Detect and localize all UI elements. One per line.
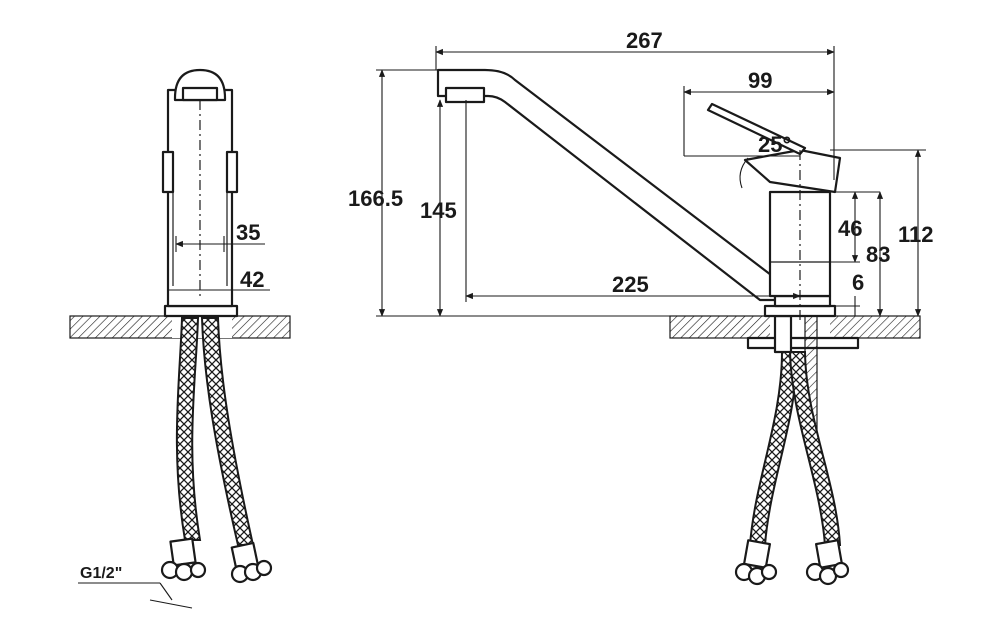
dim-handle-angle: 25° xyxy=(758,132,791,157)
dim-spout-reach: 225 xyxy=(612,272,649,297)
front-base xyxy=(163,304,239,318)
dim-total-height: 166.5 xyxy=(348,186,403,211)
side-handle xyxy=(743,148,842,194)
dim-handle-reach: 99 xyxy=(748,68,772,93)
dim-body-height: 83 xyxy=(866,242,890,267)
front-fitting-right xyxy=(230,541,273,584)
side-view: 267 99 25° 166.5 145 225 46 83 112 xyxy=(348,28,934,586)
side-hose-right xyxy=(788,351,842,546)
front-fitting-left xyxy=(160,537,207,582)
dim-body-height-upper: 46 xyxy=(838,216,862,241)
side-fitting-right xyxy=(805,539,850,586)
dim-body-diameter: 35 xyxy=(236,220,260,245)
dim-base-height: 6 xyxy=(852,270,864,295)
dim-base-diameter: 42 xyxy=(240,267,264,292)
front-hose-right xyxy=(200,317,255,546)
side-spout xyxy=(436,68,777,302)
front-view: 35 42 G1/2" xyxy=(69,68,291,609)
dim-handle-height: 112 xyxy=(898,222,934,247)
side-hose-left xyxy=(748,351,799,546)
side-mount-plate xyxy=(746,336,860,350)
side-fitting-left xyxy=(734,539,778,586)
dim-thread: G1/2" xyxy=(80,565,122,582)
dim-spout-height: 145 xyxy=(420,198,457,223)
dim-overall-length: 267 xyxy=(626,28,663,53)
front-hose-left xyxy=(175,317,202,541)
